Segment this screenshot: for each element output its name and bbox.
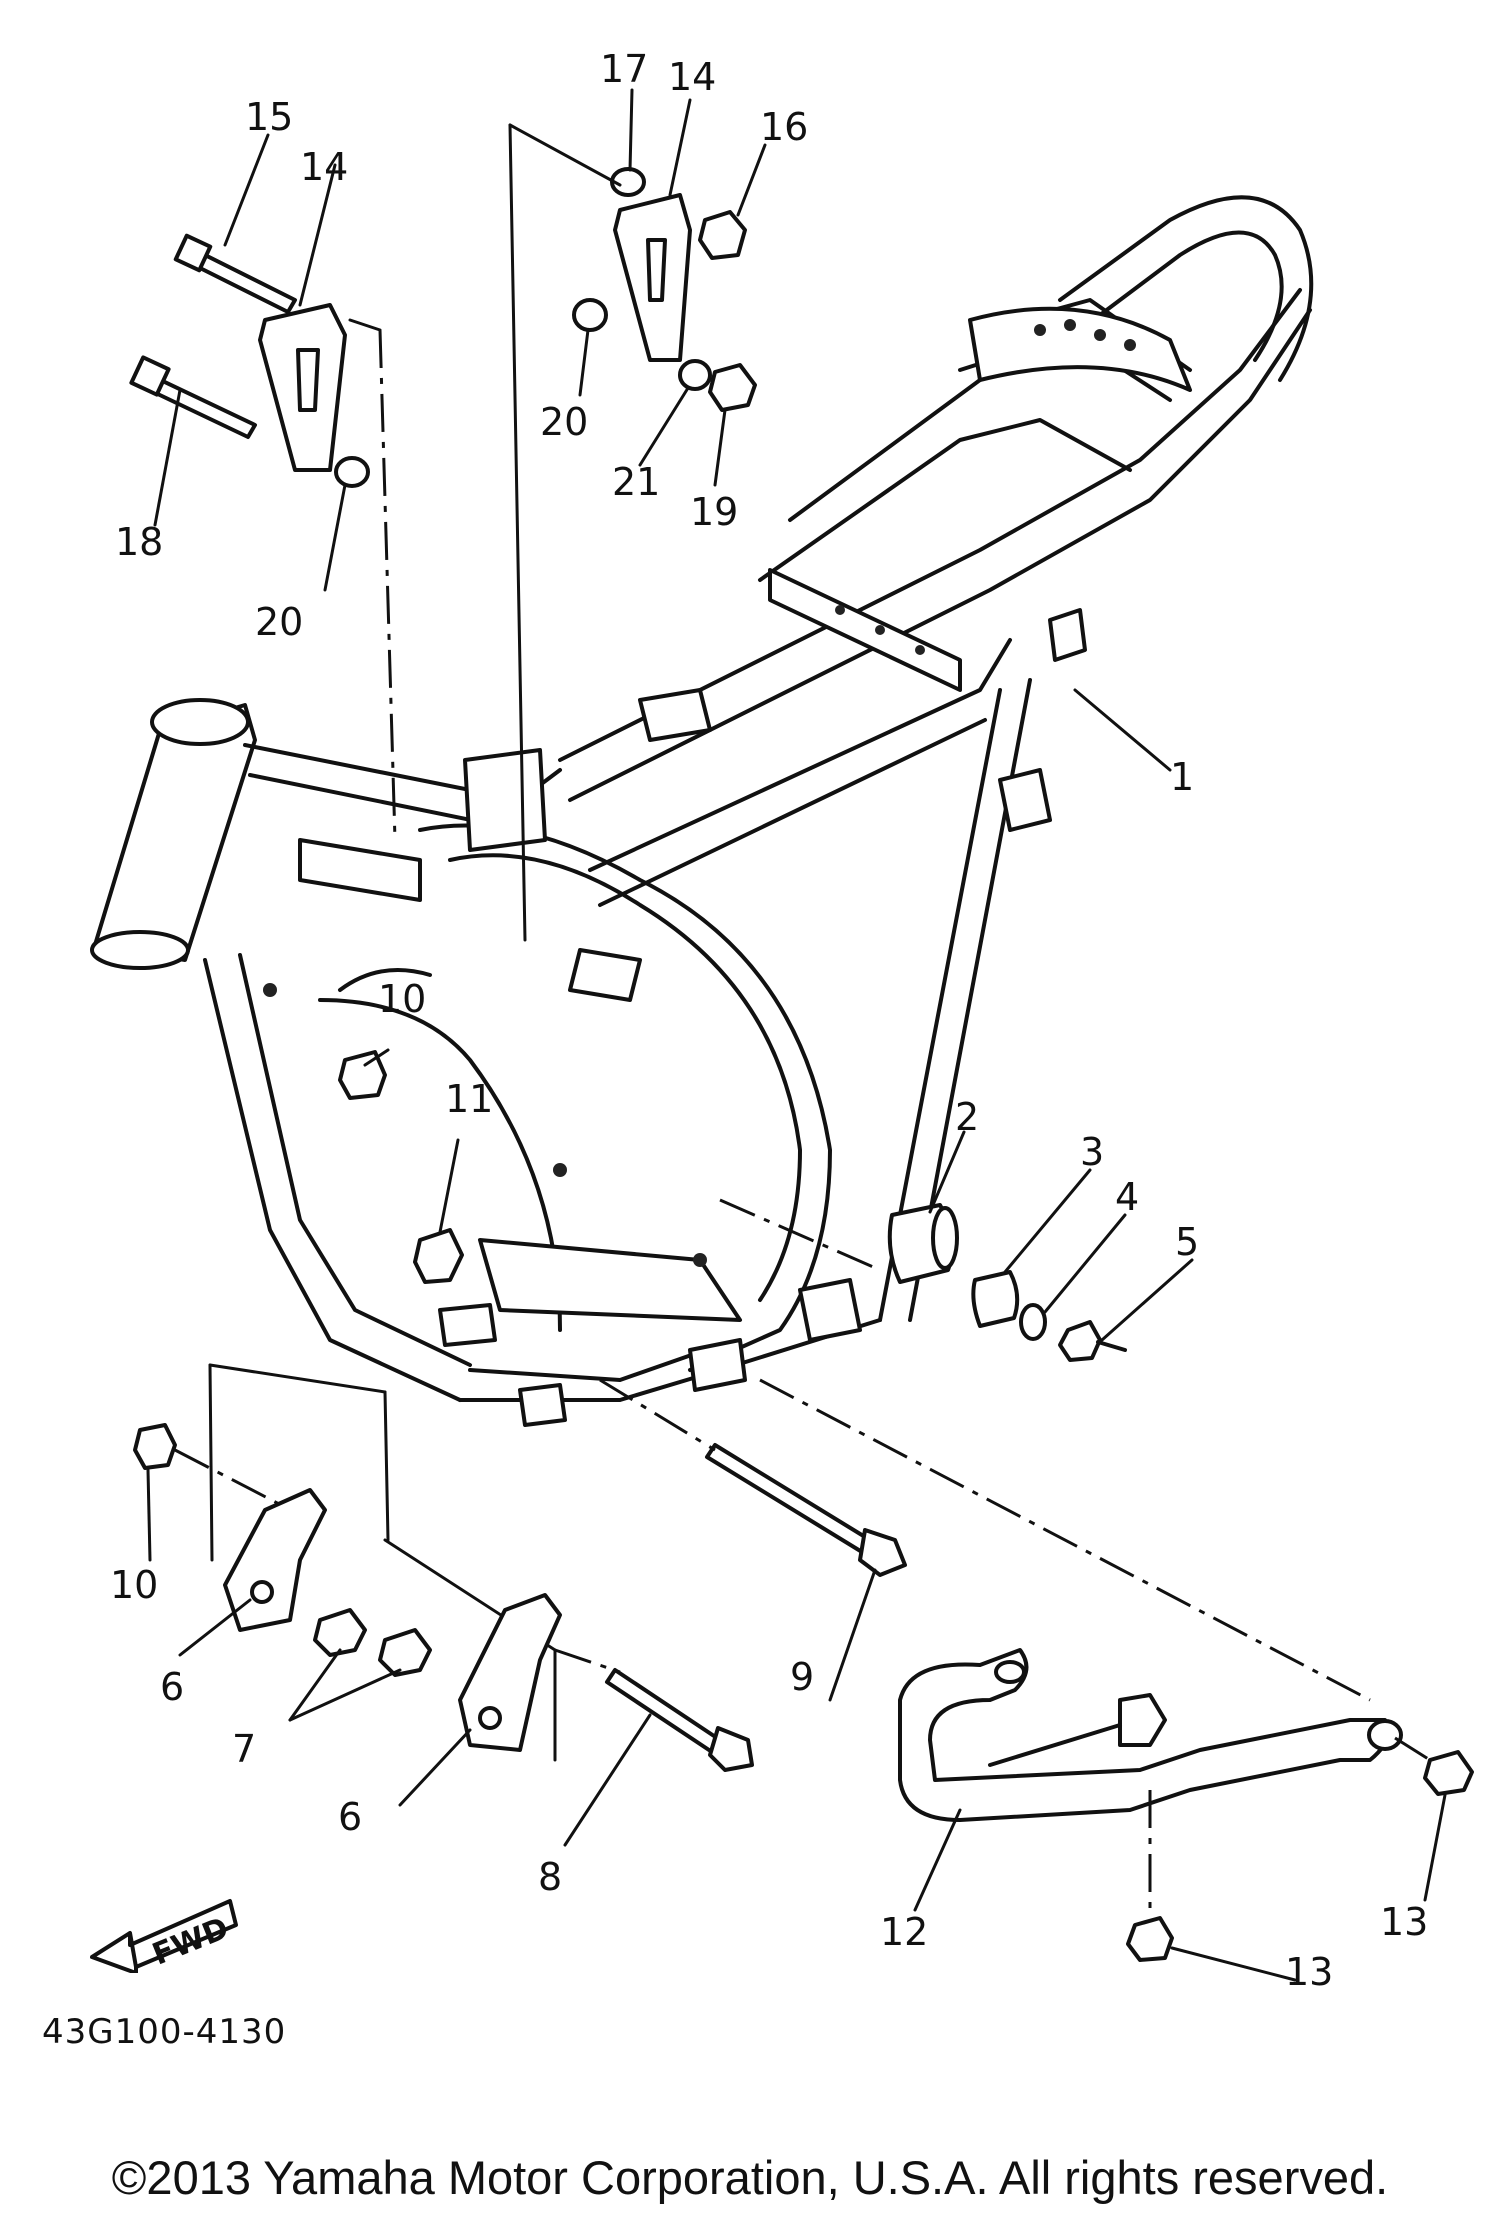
callout-15: 15 — [245, 95, 293, 139]
callout-10a: 10 — [378, 977, 426, 1021]
callout-17: 17 — [600, 47, 648, 91]
leader-lines — [146, 88, 1447, 1982]
fwd-arrow-icon: FWD — [90, 1899, 238, 1973]
frame-part-1 — [90, 195, 1314, 1427]
callout-7: 7 — [232, 1727, 256, 1771]
callout-18: 18 — [115, 520, 163, 564]
callout-3: 3 — [1080, 1130, 1104, 1174]
callout-13a: 13 — [1380, 1900, 1428, 1944]
copyright-text: ©2013 Yamaha Motor Corporation, U.S.A. A… — [111, 2151, 1389, 2204]
callout-20a: 20 — [540, 400, 588, 444]
callout-6b: 6 — [338, 1795, 362, 1839]
upper-engine-mounts — [129, 123, 757, 942]
callout-labels: 1 2 3 4 5 6 6 7 8 9 10 10 11 12 13 13 14… — [110, 47, 1428, 1994]
callout-19: 19 — [690, 490, 738, 534]
callout-1: 1 — [1170, 755, 1194, 799]
callout-6a: 6 — [160, 1665, 184, 1709]
callout-14a: 14 — [300, 145, 348, 189]
swingarm-spacers — [719, 1198, 1127, 1362]
rear-guard-part-12 — [759, 1378, 1474, 1962]
callout-2: 2 — [955, 1095, 979, 1139]
callout-13b: 13 — [1285, 1950, 1333, 1994]
callout-4: 4 — [1115, 1175, 1139, 1219]
callout-20b: 20 — [255, 600, 303, 644]
callout-11: 11 — [445, 1077, 493, 1121]
callout-16: 16 — [760, 105, 808, 149]
callout-21: 21 — [612, 460, 660, 504]
callout-10b: 10 — [110, 1563, 158, 1607]
callout-9: 9 — [790, 1655, 814, 1699]
callout-5: 5 — [1175, 1220, 1199, 1264]
callout-14b: 14 — [668, 55, 716, 99]
lower-engine-mounts — [133, 1050, 907, 1772]
callout-8: 8 — [538, 1855, 562, 1899]
callout-12: 12 — [880, 1910, 928, 1954]
diagram-code: 43G100-4130 — [42, 2012, 287, 2052]
